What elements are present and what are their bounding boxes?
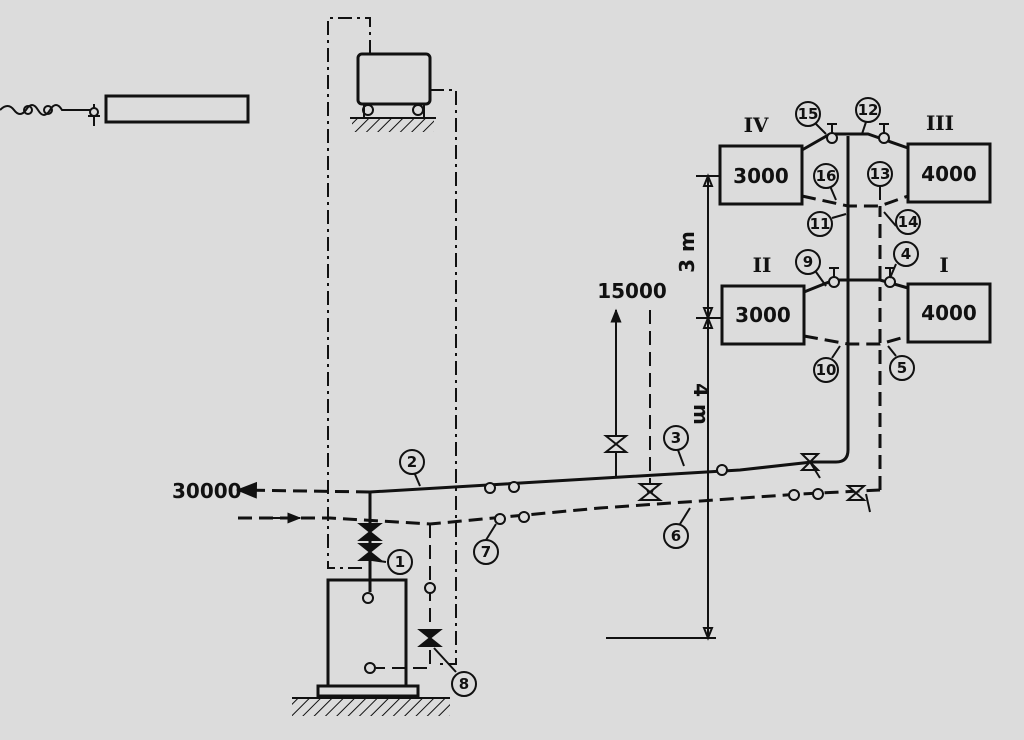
branch-pipes (801, 123, 909, 346)
floor-label-I: I (939, 253, 948, 277)
section-2: 2 (407, 453, 417, 471)
expansion-vessel-top-left (0, 94, 250, 126)
section-9: 9 (803, 253, 813, 271)
supply-riser (812, 136, 850, 464)
radiator-floor-II: 3000 II (720, 253, 806, 346)
dimension-lines (606, 173, 722, 641)
section-11: 11 (810, 215, 831, 233)
valve-symbols (357, 435, 871, 647)
supply-flow-label: 30000 (172, 479, 242, 503)
section-12: 12 (858, 101, 879, 119)
section-7: 7 (481, 543, 491, 561)
supply-main (369, 460, 813, 494)
floor-label-IV: IV (744, 113, 769, 137)
radiator-floor-IV: 3000 IV (718, 113, 804, 206)
dimension-lower: 4 m (689, 383, 713, 425)
boiler-return (376, 524, 431, 669)
section-15: 15 (798, 105, 819, 123)
section-14: 14 (898, 213, 919, 231)
floor-label-III: III (926, 111, 954, 135)
dimension-upper: 3 m (675, 231, 699, 273)
radiator-floor-I: 4000 I (906, 253, 992, 344)
floor-label-II: II (753, 253, 772, 277)
load-III: 4000 (921, 162, 977, 186)
return-main (238, 488, 881, 526)
section-13: 13 (870, 165, 891, 183)
section-1: 1 (395, 553, 405, 571)
section-5: 5 (897, 359, 907, 377)
section-4: 4 (901, 245, 911, 263)
section-6: 6 (671, 527, 681, 545)
roof-tank (350, 52, 436, 132)
supply-outlet (235, 481, 371, 499)
vent-line-right (430, 89, 457, 665)
section-16: 16 (816, 167, 837, 185)
riser-flow-label: 15000 (597, 279, 667, 303)
section-8: 8 (459, 675, 469, 693)
pipe-fittings (424, 464, 824, 594)
section-10: 10 (816, 361, 837, 379)
boiler (292, 578, 450, 716)
section-3: 3 (671, 429, 681, 447)
load-I: 4000 (921, 301, 977, 325)
load-IV: 3000 (733, 164, 789, 188)
radiator-floor-III: 4000 III (906, 111, 992, 204)
load-II: 3000 (735, 303, 791, 327)
section-markers: 1 2 3 4 5 6 7 8 9 10 11 12 13 14 15 16 (371, 97, 921, 697)
